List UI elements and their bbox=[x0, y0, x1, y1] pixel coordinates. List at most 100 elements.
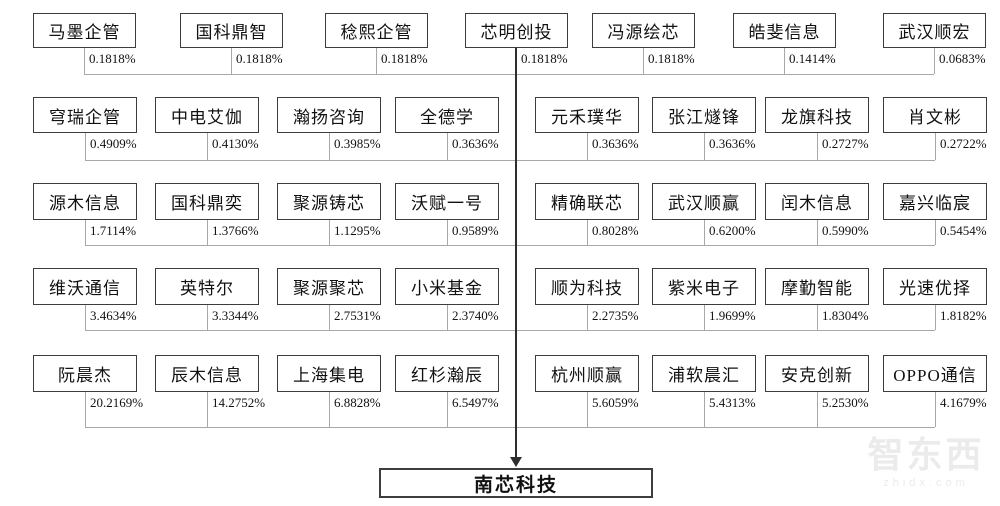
shareholder-name: 国科鼎智 bbox=[195, 23, 268, 42]
ownership-percentage: 2.2735% bbox=[592, 308, 639, 323]
shareholder-box: 嘉兴临宸 bbox=[883, 183, 987, 220]
ownership-percentage: 1.8182% bbox=[940, 308, 987, 323]
shareholder-name: 光速优择 bbox=[899, 279, 971, 298]
shareholder-name: 顺为科技 bbox=[551, 279, 623, 298]
connector-stub bbox=[935, 133, 936, 160]
shareholder-name: 国科鼎奕 bbox=[171, 194, 243, 213]
shareholder-name: 浦软晨汇 bbox=[668, 366, 740, 385]
shareholder-name: 阮晨杰 bbox=[58, 366, 112, 385]
shareholder-name: 龙旗科技 bbox=[781, 107, 853, 127]
shareholder-box: 穹瑞企管 bbox=[33, 97, 137, 133]
shareholder-box: 龙旗科技 bbox=[765, 97, 869, 133]
ownership-percentage: 0.1818% bbox=[236, 51, 283, 66]
shareholder-name: 全德学 bbox=[420, 107, 474, 127]
connector-stub bbox=[704, 133, 705, 160]
shareholder-name: 嘉兴临宸 bbox=[899, 194, 971, 213]
ownership-percentage: 14.2752% bbox=[212, 395, 266, 410]
connector-stub bbox=[643, 48, 644, 74]
connector-stub bbox=[935, 220, 936, 245]
ownership-percentage: 2.7531% bbox=[334, 308, 381, 323]
shareholder-name: 穹瑞企管 bbox=[49, 107, 121, 127]
ownership-percentage: 5.4313% bbox=[709, 395, 756, 410]
shareholder-name: 紫米电子 bbox=[668, 279, 740, 298]
connector-stub bbox=[207, 220, 208, 245]
shareholder-name: 辰木信息 bbox=[171, 366, 243, 385]
connector-line-row5 bbox=[85, 427, 935, 428]
shareholder-box: 瀚扬咨询 bbox=[277, 97, 381, 133]
shareholder-name: 皓斐信息 bbox=[748, 23, 821, 42]
connector-stub bbox=[447, 392, 448, 427]
ownership-percentage: 2.3740% bbox=[452, 308, 499, 323]
ownership-percentage: 1.1295% bbox=[334, 223, 381, 238]
ownership-percentage: 6.8828% bbox=[334, 395, 381, 410]
connector-stub bbox=[329, 220, 330, 245]
shareholder-name: 小米基金 bbox=[411, 279, 483, 298]
connector-stub bbox=[231, 48, 232, 74]
shareholder-box: 聚源铸芯 bbox=[277, 183, 381, 220]
ownership-percentage: 0.4130% bbox=[212, 136, 259, 151]
shareholder-name: 源木信息 bbox=[49, 194, 121, 213]
ownership-percentage: 0.3636% bbox=[592, 136, 639, 151]
ownership-percentage: 0.5454% bbox=[940, 223, 987, 238]
shareholder-box: 沃赋一号 bbox=[395, 183, 499, 220]
shareholder-box: 张江燧锋 bbox=[652, 97, 756, 133]
shareholder-name: 摩勤智能 bbox=[781, 279, 853, 298]
ownership-percentage: 1.9699% bbox=[709, 308, 756, 323]
shareholder-box: 英特尔 bbox=[155, 268, 259, 305]
ownership-percentage: 3.4634% bbox=[90, 308, 137, 323]
shareholder-name: 马墨企管 bbox=[48, 23, 121, 42]
shareholder-box: 源木信息 bbox=[33, 183, 137, 220]
shareholder-box: 冯源绘芯 bbox=[592, 13, 695, 48]
ownership-percentage: 0.1818% bbox=[648, 51, 695, 66]
shareholder-name: 肖文彬 bbox=[908, 107, 962, 127]
connector-stub bbox=[817, 305, 818, 330]
ownership-percentage: 6.5497% bbox=[452, 395, 499, 410]
connector-stub bbox=[329, 392, 330, 427]
connector-line-row1 bbox=[84, 74, 934, 75]
central-spine-line bbox=[515, 48, 517, 459]
shareholder-box: 皓斐信息 bbox=[733, 13, 836, 48]
connector-line-row3 bbox=[85, 245, 935, 246]
connector-stub bbox=[376, 48, 377, 74]
shareholder-name: 武汉顺赢 bbox=[668, 194, 740, 213]
shareholder-name: 维沃通信 bbox=[49, 279, 121, 298]
ownership-percentage: 0.4909% bbox=[90, 136, 137, 151]
shareholder-box: OPPO通信 bbox=[883, 355, 987, 392]
ownership-percentage: 5.6059% bbox=[592, 395, 639, 410]
shareholder-box: 安克创新 bbox=[765, 355, 869, 392]
shareholder-box: 精确联芯 bbox=[535, 183, 639, 220]
connector-stub bbox=[587, 133, 588, 160]
connector-stub bbox=[447, 133, 448, 160]
shareholder-box: 国科鼎智 bbox=[180, 13, 283, 48]
shareholder-box: 阮晨杰 bbox=[33, 355, 137, 392]
connector-stub bbox=[934, 48, 935, 74]
shareholder-box: 稔熙企管 bbox=[325, 13, 428, 48]
shareholder-box: 武汉顺宏 bbox=[883, 13, 986, 48]
shareholder-box: 顺为科技 bbox=[535, 268, 639, 305]
connector-stub bbox=[207, 392, 208, 427]
ownership-percentage: 0.1818% bbox=[521, 51, 568, 66]
shareholder-name: 聚源铸芯 bbox=[293, 194, 365, 213]
shareholder-name: 瀚扬咨询 bbox=[293, 107, 365, 127]
shareholder-name: 红杉瀚辰 bbox=[411, 366, 483, 385]
connector-stub bbox=[207, 133, 208, 160]
ownership-percentage: 1.8304% bbox=[822, 308, 869, 323]
shareholder-box: 辰木信息 bbox=[155, 355, 259, 392]
shareholder-box: 摩勤智能 bbox=[765, 268, 869, 305]
shareholder-box: 维沃通信 bbox=[33, 268, 137, 305]
connector-stub bbox=[817, 220, 818, 245]
connector-stub bbox=[587, 392, 588, 427]
shareholder-name: 闰木信息 bbox=[781, 194, 853, 213]
connector-stub bbox=[935, 392, 936, 427]
shareholder-name: OPPO通信 bbox=[893, 366, 977, 385]
shareholder-box: 杭州顺赢 bbox=[535, 355, 639, 392]
ownership-percentage: 0.0683% bbox=[939, 51, 986, 66]
ownership-percentage: 3.3344% bbox=[212, 308, 259, 323]
ownership-percentage: 1.7114% bbox=[90, 223, 137, 238]
shareholder-box: 国科鼎奕 bbox=[155, 183, 259, 220]
ownership-percentage: 0.2722% bbox=[940, 136, 987, 151]
ownership-percentage: 0.3636% bbox=[452, 136, 499, 151]
connector-stub bbox=[704, 392, 705, 427]
ownership-percentage: 0.1818% bbox=[89, 51, 136, 66]
